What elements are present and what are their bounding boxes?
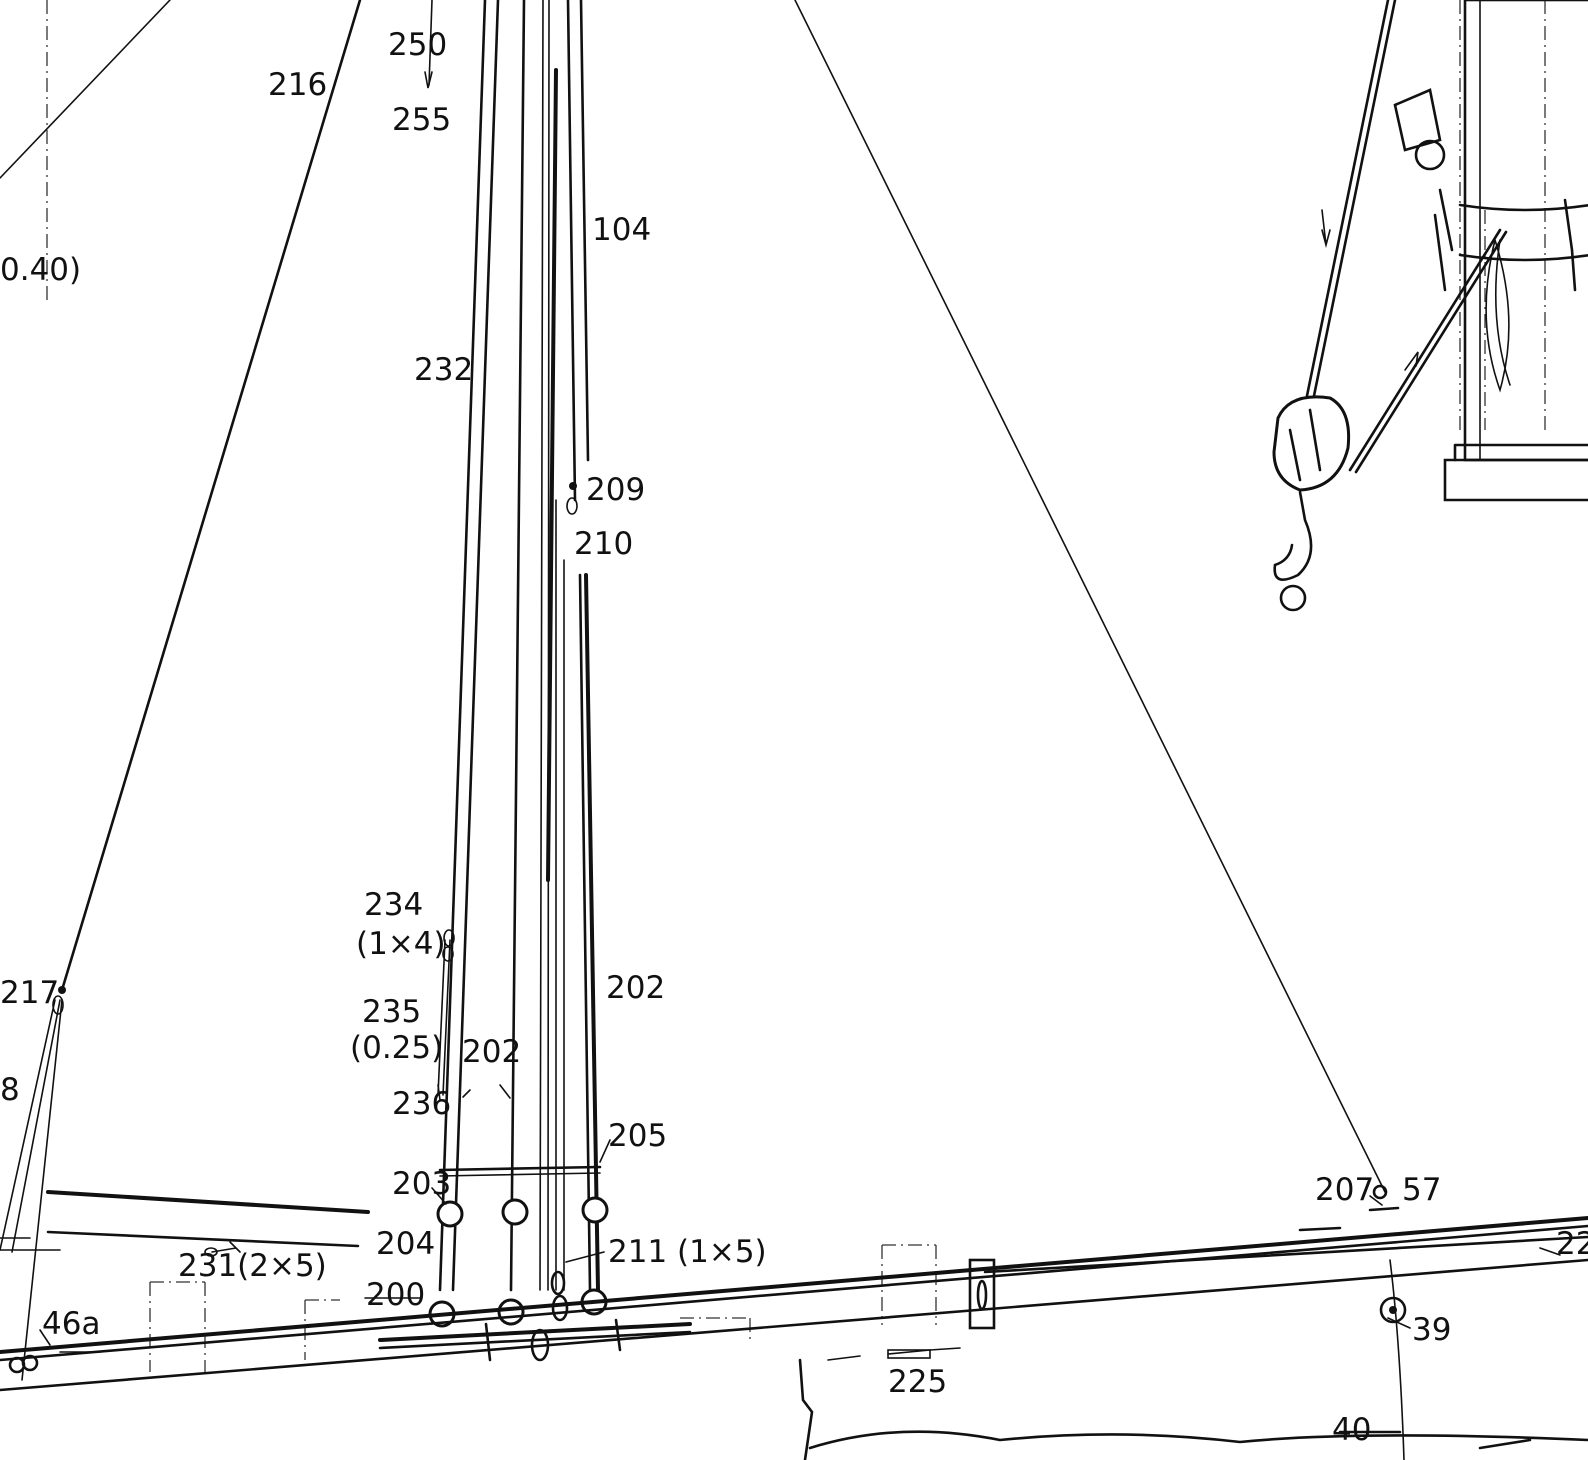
- label-203: 203: [392, 1166, 451, 1202]
- pendant-c: [21, 999, 63, 1381]
- gunwale: [0, 1216, 1588, 1354]
- label-0-40: 0.40): [0, 252, 81, 288]
- line-232-outer: [438, 0, 487, 1292]
- stays: [0, 0, 1386, 1381]
- label-207: 207: [1315, 1172, 1374, 1208]
- label-210: 210: [574, 526, 633, 562]
- mast-lines: [437, 0, 602, 1292]
- label-255: 255: [392, 102, 451, 138]
- spreader-205: [438, 1165, 602, 1172]
- hook: [1273, 490, 1313, 581]
- leaders: [39, 1084, 1411, 1346]
- backstay-left: [0, 0, 171, 179]
- hook-detail: [1272, 0, 1588, 612]
- label-250: 250: [388, 27, 447, 63]
- deadeye-middle: [501, 1198, 529, 1226]
- label-57: 57: [1402, 1172, 1441, 1208]
- deadeye-203: [436, 1200, 464, 1228]
- label-202-left: 202: [462, 1034, 521, 1070]
- forestay-right: [794, 0, 1386, 1193]
- label-104: 104: [592, 212, 651, 248]
- hatch-bracket: [968, 1258, 996, 1330]
- construction-lines: [46, 0, 1546, 1372]
- label-234: 234: [364, 887, 423, 923]
- label-40: 40: [1332, 1412, 1371, 1448]
- label-1x4: (1×4): [356, 926, 446, 962]
- fall-rope-left: [1298, 0, 1390, 432]
- hull: [0, 1190, 1588, 1460]
- pendant-a: [0, 999, 56, 1251]
- waterline: [0, 1258, 1588, 1392]
- label-211: 211 (1×5): [608, 1234, 767, 1270]
- label-202-right: 202: [606, 970, 665, 1006]
- fall-rope-right: [1348, 228, 1502, 472]
- pendant-b: [11, 999, 61, 1253]
- fittings: [8, 0, 1407, 1374]
- label-217: 217: [0, 975, 59, 1011]
- label-39: 39: [1412, 1312, 1451, 1348]
- line-232-inner: [451, 0, 500, 1292]
- label-231: 231(2×5): [178, 1248, 327, 1284]
- line-202-right: [584, 573, 600, 1292]
- label-22: 22: [1556, 1226, 1588, 1262]
- label-0-25: (0.25): [350, 1030, 443, 1066]
- label-216: 216: [268, 67, 327, 103]
- cleat-39: [1379, 1296, 1407, 1324]
- stay-216: [60, 0, 362, 992]
- deadeye-right: [581, 1196, 609, 1224]
- label-209: 209: [586, 472, 645, 508]
- label-205: 205: [608, 1118, 667, 1154]
- label-235: 235: [362, 994, 421, 1030]
- block-detail: [1272, 395, 1351, 492]
- label-232: 232: [414, 352, 473, 388]
- label-204: 204: [376, 1226, 435, 1262]
- label-225: 225: [888, 1364, 947, 1400]
- label-8: 8: [0, 1072, 20, 1108]
- line-104-heavy: [546, 68, 558, 882]
- label-200: 200: [366, 1277, 425, 1313]
- label-46a: 46a: [42, 1306, 100, 1342]
- label-236: 236: [392, 1086, 451, 1122]
- labels: 216 250 255 104 0.40) 232 209 210 234 (1…: [0, 27, 1588, 1448]
